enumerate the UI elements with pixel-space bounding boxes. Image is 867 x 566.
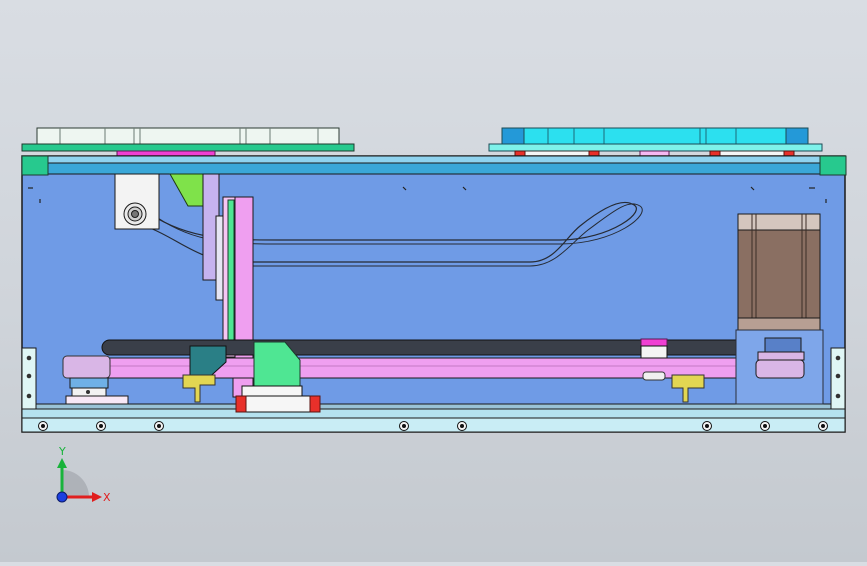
right-top-carriage[interactable] <box>488 127 823 167</box>
slider-carriage[interactable] <box>189 341 321 413</box>
triad-y-label: Y <box>58 445 66 458</box>
yellow-brackets <box>182 371 705 403</box>
belt-clamp[interactable] <box>640 338 668 359</box>
left-top-plate[interactable] <box>21 127 355 160</box>
bottom-bolts <box>38 421 828 431</box>
left-pulley[interactable] <box>62 355 129 405</box>
triad-x-label: X <box>103 491 111 504</box>
stepper-motor[interactable] <box>735 213 824 405</box>
coordinate-triad-icon: Y X <box>56 445 111 504</box>
frame-hole-marks <box>28 186 827 203</box>
bearing-block[interactable] <box>114 173 160 230</box>
